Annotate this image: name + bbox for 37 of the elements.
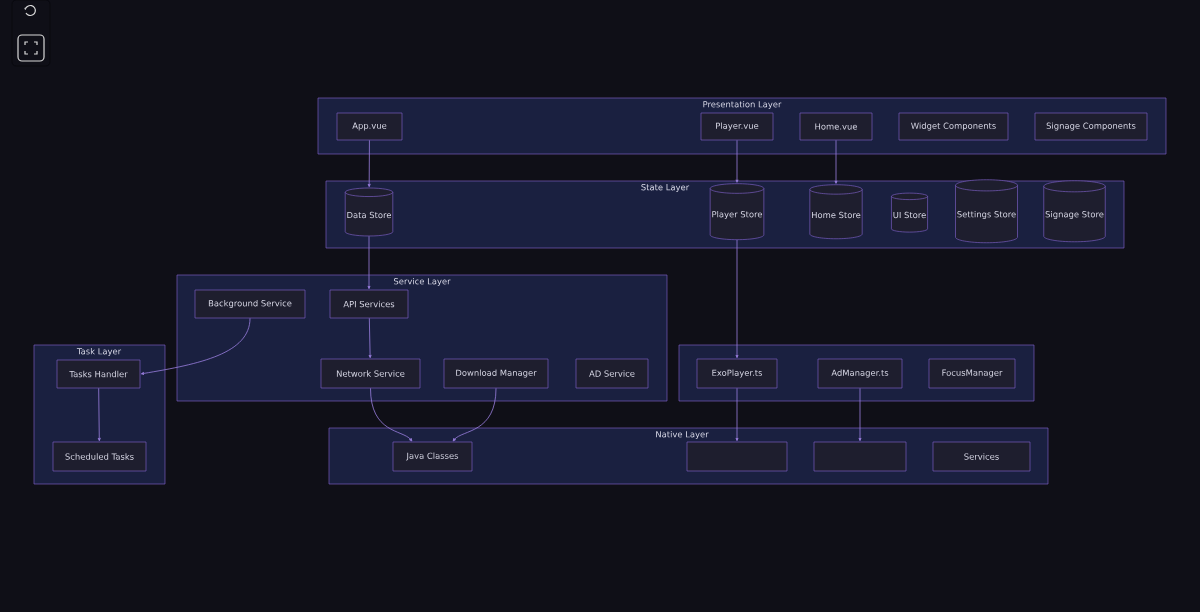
arrow — [735, 239, 739, 359]
arrow — [452, 387, 497, 442]
process-box: Java Classes — [392, 441, 473, 472]
process-box: Services — [932, 441, 1031, 472]
process-box — [686, 441, 788, 472]
database-cylinder: Data Store — [344, 187, 394, 237]
process-box: Download Manager — [443, 358, 549, 389]
process-box: AD Service — [575, 358, 649, 389]
process-box: AdManager.ts — [817, 358, 903, 389]
database-cylinder: UI Store — [891, 192, 928, 233]
database-cylinder: Home Store — [809, 184, 863, 240]
process-box: Network Service — [320, 358, 421, 389]
process-box: FocusManager — [928, 358, 1016, 389]
process-box: Widget Components — [898, 112, 1009, 141]
process-box: ExoPlayer.ts — [696, 358, 778, 389]
arrow — [735, 387, 739, 442]
process-box: Tasks Handler — [56, 359, 141, 389]
arrow — [97, 387, 101, 442]
arrow — [858, 387, 862, 442]
arrow — [368, 317, 372, 359]
arrow — [367, 139, 371, 188]
process-box: Background Service — [194, 289, 306, 319]
database-cylinder: Settings Store — [955, 179, 1018, 244]
arrow — [735, 139, 739, 183]
process-box: Player.vue — [700, 112, 774, 141]
process-box: Home.vue — [799, 112, 873, 141]
arrow — [140, 317, 251, 375]
arrow — [367, 235, 371, 290]
process-box — [813, 441, 907, 472]
process-box: API Services — [329, 289, 409, 319]
process-box: Signage Components — [1034, 112, 1148, 141]
process-box: App.vue — [336, 112, 403, 141]
arrow — [834, 139, 838, 184]
arrow — [370, 387, 413, 442]
database-cylinder: Player Store — [709, 183, 765, 240]
process-box: Scheduled Tasks — [52, 441, 147, 472]
database-cylinder: Signage Store — [1043, 180, 1106, 243]
